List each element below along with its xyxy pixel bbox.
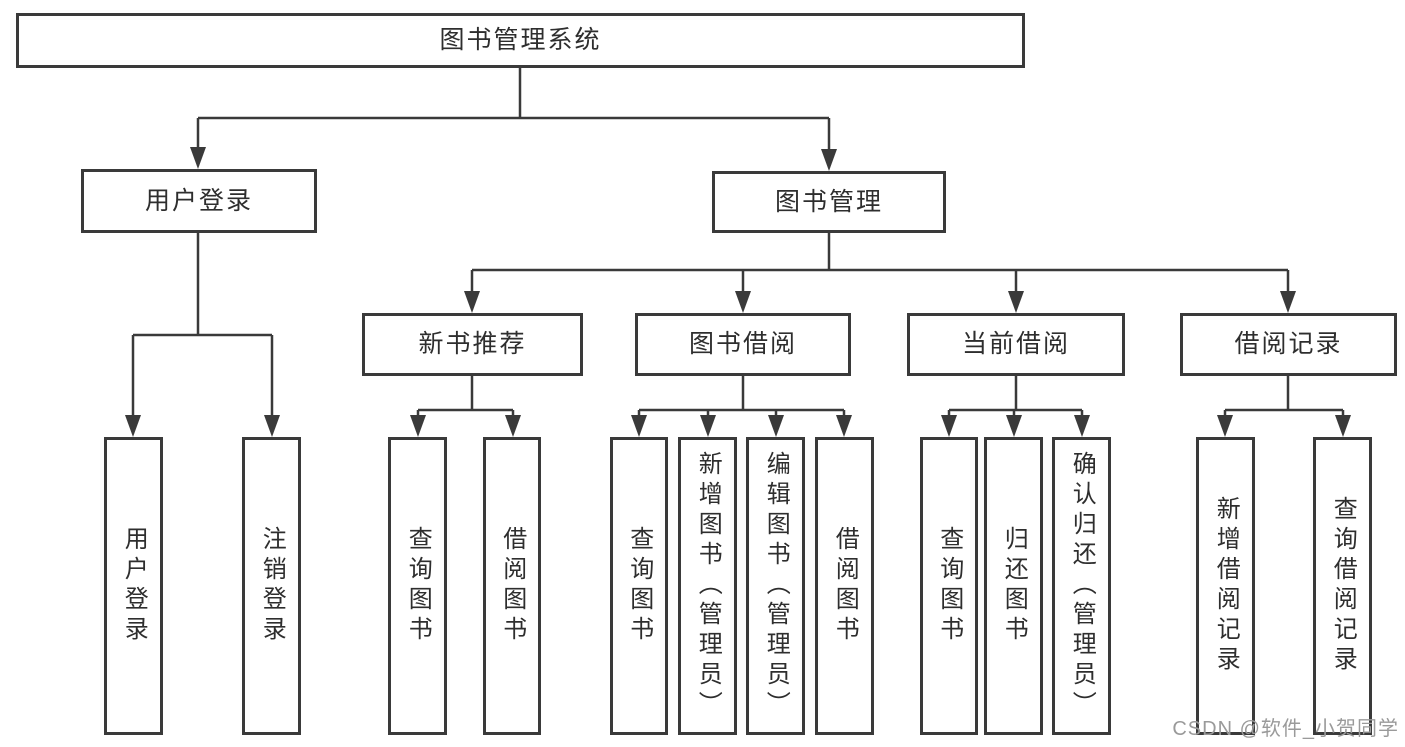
node-new-book-recommend-label: 新书推荐	[418, 330, 527, 358]
node-edit-book-admin: 编辑图书（管理员）	[746, 437, 805, 735]
node-book-management: 图书管理	[712, 171, 946, 233]
node-return-book: 归还图书	[984, 437, 1043, 735]
node-user-login: 用户登录	[81, 169, 317, 233]
node-login-leaf: 用户登录	[104, 437, 163, 735]
node-query-books-current: 查询图书	[920, 437, 978, 735]
connector-book-management-children	[464, 233, 1296, 313]
connector-user-login-children	[125, 233, 280, 437]
node-query-books-borrow-label: 查询图书	[625, 526, 653, 646]
node-user-login-label: 用户登录	[144, 186, 253, 215]
node-borrow-books-leaf: 借阅图书	[815, 437, 874, 735]
node-edit-book-admin-label: 编辑图书（管理员）	[762, 451, 790, 721]
node-return-book-label: 归还图书	[1000, 526, 1028, 646]
node-borrow-books-recommend-label: 借阅图书	[498, 526, 526, 646]
node-borrowing-records: 借阅记录	[1180, 313, 1397, 376]
node-book-management-label: 图书管理	[774, 187, 883, 216]
node-query-books-current-label: 查询图书	[935, 526, 963, 646]
node-add-book-admin-label: 新增图书（管理员）	[694, 451, 722, 721]
node-add-borrow-record-label: 新增借阅记录	[1212, 496, 1240, 676]
node-book-borrowing: 图书借阅	[635, 313, 851, 376]
node-borrow-books-recommend: 借阅图书	[483, 437, 541, 735]
connector-book-borrow-children	[631, 376, 852, 437]
node-current-borrowing-label: 当前借阅	[961, 330, 1070, 358]
connector-borrow-records-children	[1217, 376, 1351, 437]
node-confirm-return-admin: 确认归还（管理员）	[1052, 437, 1111, 735]
node-borrow-books-leaf-label: 借阅图书	[831, 526, 859, 646]
node-query-books-recommend-label: 查询图书	[404, 526, 432, 646]
node-add-borrow-record: 新增借阅记录	[1196, 437, 1255, 735]
connector-current-borrow-children	[941, 376, 1090, 437]
node-logout-leaf: 注销登录	[242, 437, 301, 735]
node-book-borrowing-label: 图书借阅	[688, 330, 797, 358]
node-library-system: 图书管理系统	[16, 13, 1025, 68]
node-logout-leaf-label: 注销登录	[258, 526, 286, 646]
node-login-leaf-label: 用户登录	[120, 526, 148, 646]
node-query-books-borrow: 查询图书	[610, 437, 668, 735]
node-query-books-recommend: 查询图书	[388, 437, 447, 735]
node-confirm-return-admin-label: 确认归还（管理员）	[1068, 451, 1096, 721]
node-add-book-admin: 新增图书（管理员）	[678, 437, 737, 735]
node-new-book-recommend: 新书推荐	[362, 313, 583, 376]
node-library-system-label: 图书管理系统	[439, 26, 602, 54]
node-query-borrow-record: 查询借阅记录	[1313, 437, 1372, 735]
node-current-borrowing: 当前借阅	[907, 313, 1125, 376]
connector-new-book-children	[410, 376, 521, 437]
connector-root-to-level2	[190, 68, 837, 171]
watermark-csdn: CSDN @软件_小贺同学	[1172, 718, 1399, 740]
node-query-borrow-record-label: 查询借阅记录	[1329, 496, 1357, 676]
node-borrowing-records-label: 借阅记录	[1234, 330, 1343, 358]
